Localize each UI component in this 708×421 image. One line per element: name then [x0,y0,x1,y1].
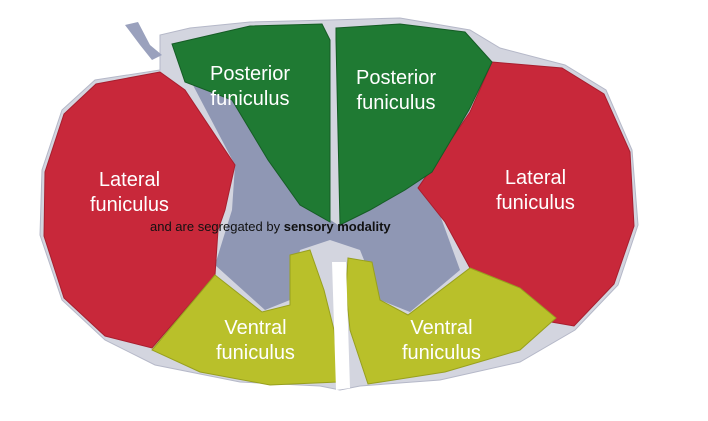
lateral-funiculus-left-region [43,71,236,349]
lateral-funiculus-left-label: Lateral funiculus [90,169,169,216]
lateral-funiculus-right-label: Lateral funiculus [496,167,575,214]
posterior-funiculus-left-label: Posterior funiculus [210,63,291,110]
ventral-funiculus-right-region [345,257,557,385]
caption-plain: and are segregated by [150,219,284,234]
ventral-funiculus-right-label: Ventral funiculus [402,317,481,364]
ventral-median-fissure [332,262,350,390]
lateral-funiculus-right-region [417,61,635,327]
ventral-funiculus-left-region [151,249,339,386]
gray-matter [185,70,470,312]
caption-text: and are segregated by sensory modality [150,219,391,234]
posterior-funiculus-right-region [335,23,493,226]
ventral-funiculus-left-label: Ventral funiculus [216,317,295,364]
posterior-funiculus-left-region [171,23,331,223]
posterior-funiculus-right-label: Posterior funiculus [356,67,437,114]
dorsal-root [125,22,162,60]
caption-emphasis: sensory modality [283,219,391,234]
